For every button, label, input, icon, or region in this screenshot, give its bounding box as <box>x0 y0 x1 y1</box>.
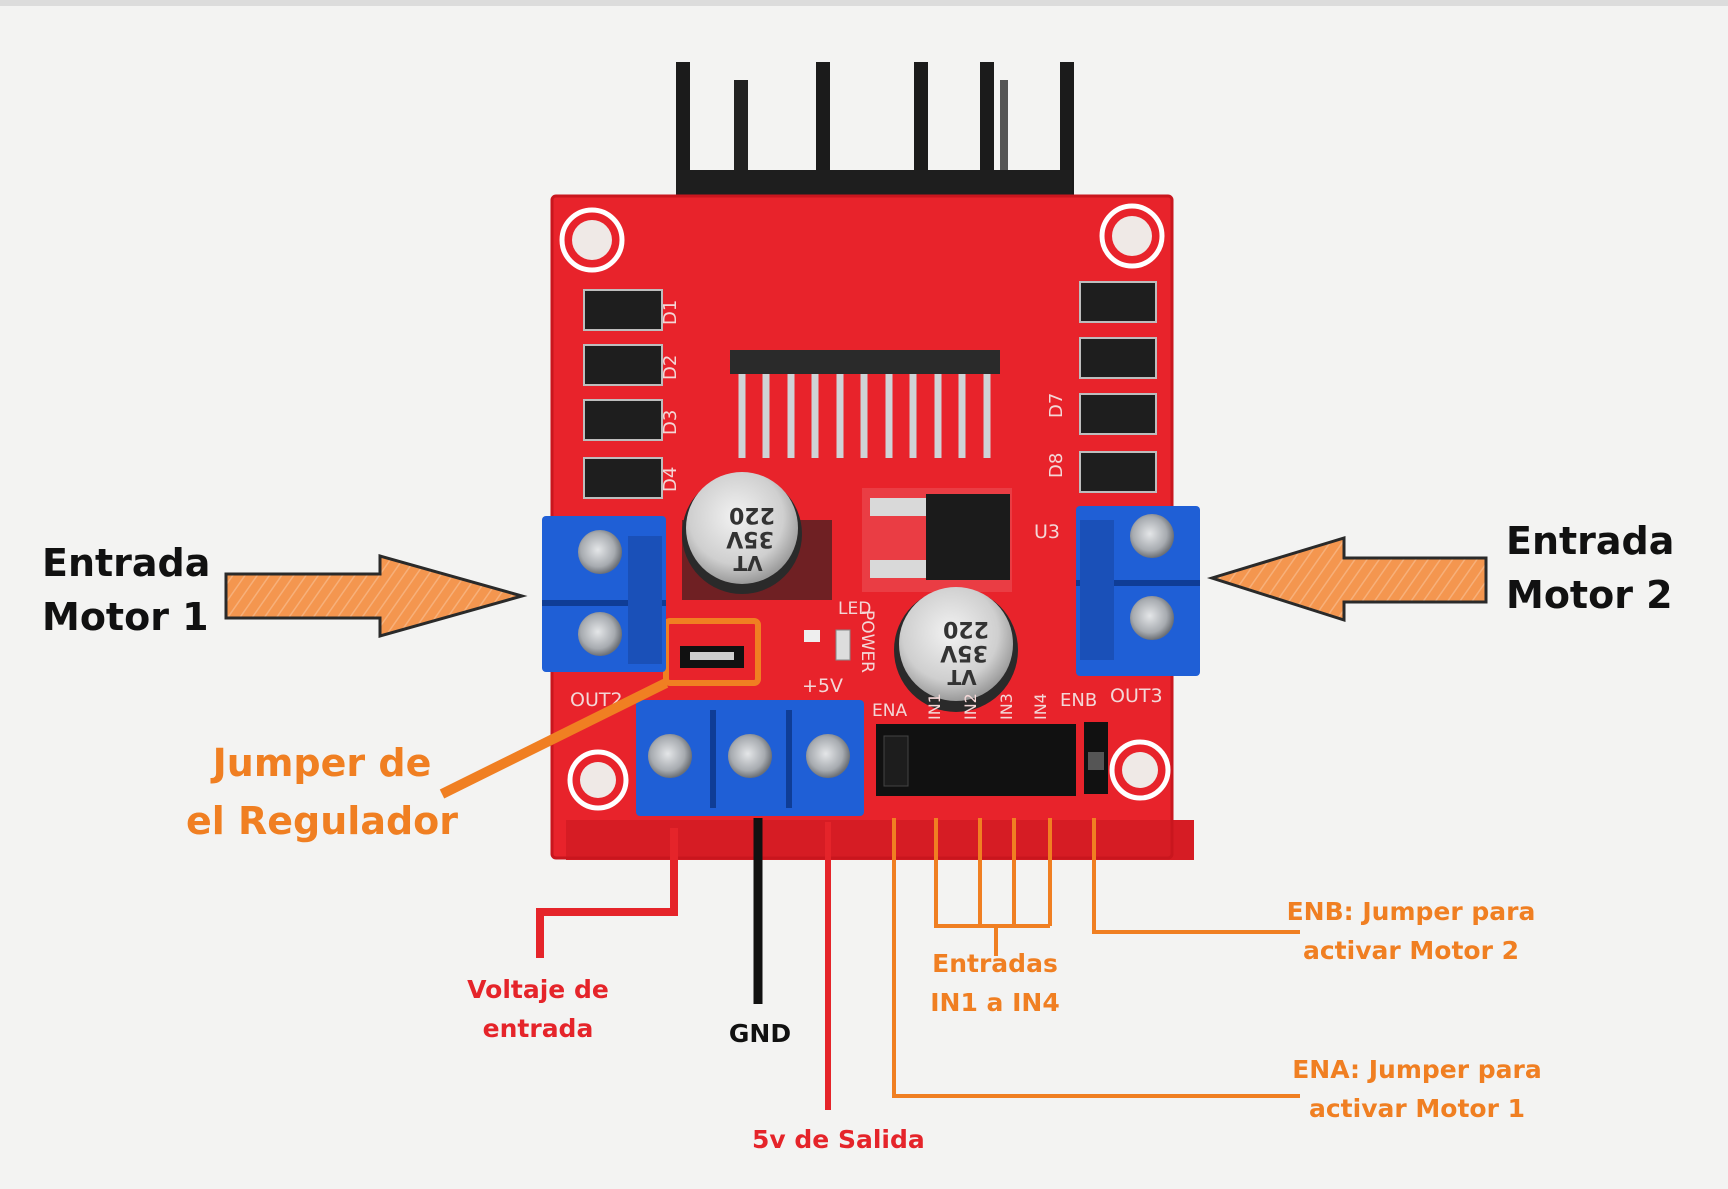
silk-d2: D2 <box>660 355 681 380</box>
arrow-left-icon <box>1206 535 1488 623</box>
label-motor-2-line1: Entrada <box>1506 519 1675 563</box>
label-5v-salida: 5v de Salida <box>752 1125 925 1155</box>
capacitor-2: 220 35V VT <box>894 587 1018 712</box>
diodes-right: D7 D8 <box>1046 281 1157 493</box>
label-jumper-line1: Jumper de <box>212 741 432 785</box>
terminal-motor-1: OUT2 <box>542 516 666 711</box>
cap1-voltage: 35V <box>726 526 774 551</box>
silk-d3: D3 <box>660 410 681 435</box>
label-ena: ENA: Jumper para activar Motor 1 <box>1280 1055 1554 1124</box>
ena-wire <box>892 818 1300 1098</box>
cap2-voltage: 35V <box>940 640 988 665</box>
power-led: LED POWER +5V <box>802 599 877 697</box>
silk-in2: IN2 <box>961 693 980 720</box>
label-entradas-line2: IN1 a IN4 <box>930 987 1060 1017</box>
label-enb-line1: ENB: Jumper para <box>1286 897 1536 926</box>
regulator-u3: U3 <box>862 488 1060 592</box>
driver-pins <box>738 372 991 458</box>
silk-power: POWER <box>857 610 877 673</box>
silk-out3: OUT3 <box>1110 685 1163 707</box>
label-motor-2: Entrada Motor 2 <box>1506 519 1675 617</box>
header-pins: ENA IN1 IN2 IN3 IN4 <box>872 693 1108 796</box>
silk-ena: ENA <box>872 701 907 721</box>
terminal-power <box>636 700 864 816</box>
silk-d4: D4 <box>660 467 681 492</box>
label-ena-line2: activar Motor 1 <box>1308 1093 1525 1123</box>
label-entradas-line1: Entradas <box>932 949 1058 978</box>
silk-d8: D8 <box>1046 453 1067 478</box>
silk-in3: IN3 <box>997 693 1016 720</box>
silk-in1: IN1 <box>925 693 944 720</box>
connector-lines <box>439 678 1300 1110</box>
arrow-right-icon <box>224 554 528 638</box>
label-motor-2-line2: Motor 2 <box>1506 572 1673 617</box>
silk-enb: ENB <box>1060 690 1097 711</box>
silk-in4: IN4 <box>1031 693 1050 720</box>
silk-u3: U3 <box>1034 521 1060 543</box>
label-enb: ENB: Jumper para activar Motor 2 <box>1274 897 1548 966</box>
silk-plus5v: +5V <box>802 675 843 697</box>
label-voltaje-entrada: Voltaje de entrada <box>452 975 624 1044</box>
label-entradas: Entradas IN1 a IN4 <box>920 949 1070 1018</box>
cap1-brand: VT <box>733 551 762 575</box>
label-motor-1: Entrada Motor 1 <box>42 541 211 639</box>
label-vin-line2: entrada <box>482 1013 594 1043</box>
cap2-value: 220 <box>943 616 989 641</box>
label-vin-line1: Voltaje de <box>467 975 609 1004</box>
cap2-brand: VT <box>947 665 976 689</box>
label-5v-salida-text: 5v de Salida <box>752 1125 925 1154</box>
jumper-pointer-line <box>439 678 669 799</box>
label-jumper-regulador: Jumper de el Regulador <box>176 741 468 843</box>
label-gnd: GND <box>728 1019 792 1048</box>
cap1-value: 220 <box>729 502 775 527</box>
diodes-left: D1 D2 D3 D4 <box>583 289 681 499</box>
capacitor-1: 220 35V VT <box>682 472 832 600</box>
silk-d7: D7 <box>1046 393 1067 418</box>
pcb-board <box>550 194 1194 860</box>
terminal-motor-2: OUT3 ENB <box>1060 506 1200 711</box>
label-motor-1-line1: Entrada <box>42 541 211 585</box>
label-jumper-line2: el Regulador <box>185 798 459 843</box>
silk-led: LED <box>838 599 871 619</box>
label-ena-line1: ENA: Jumper para <box>1292 1055 1542 1084</box>
enb-wire <box>1092 818 1300 934</box>
label-enb-line2: activar Motor 2 <box>1302 935 1519 965</box>
silk-d1: D1 <box>660 300 681 325</box>
label-motor-1-line2: Motor 1 <box>42 594 209 639</box>
vin-wire <box>536 828 678 958</box>
